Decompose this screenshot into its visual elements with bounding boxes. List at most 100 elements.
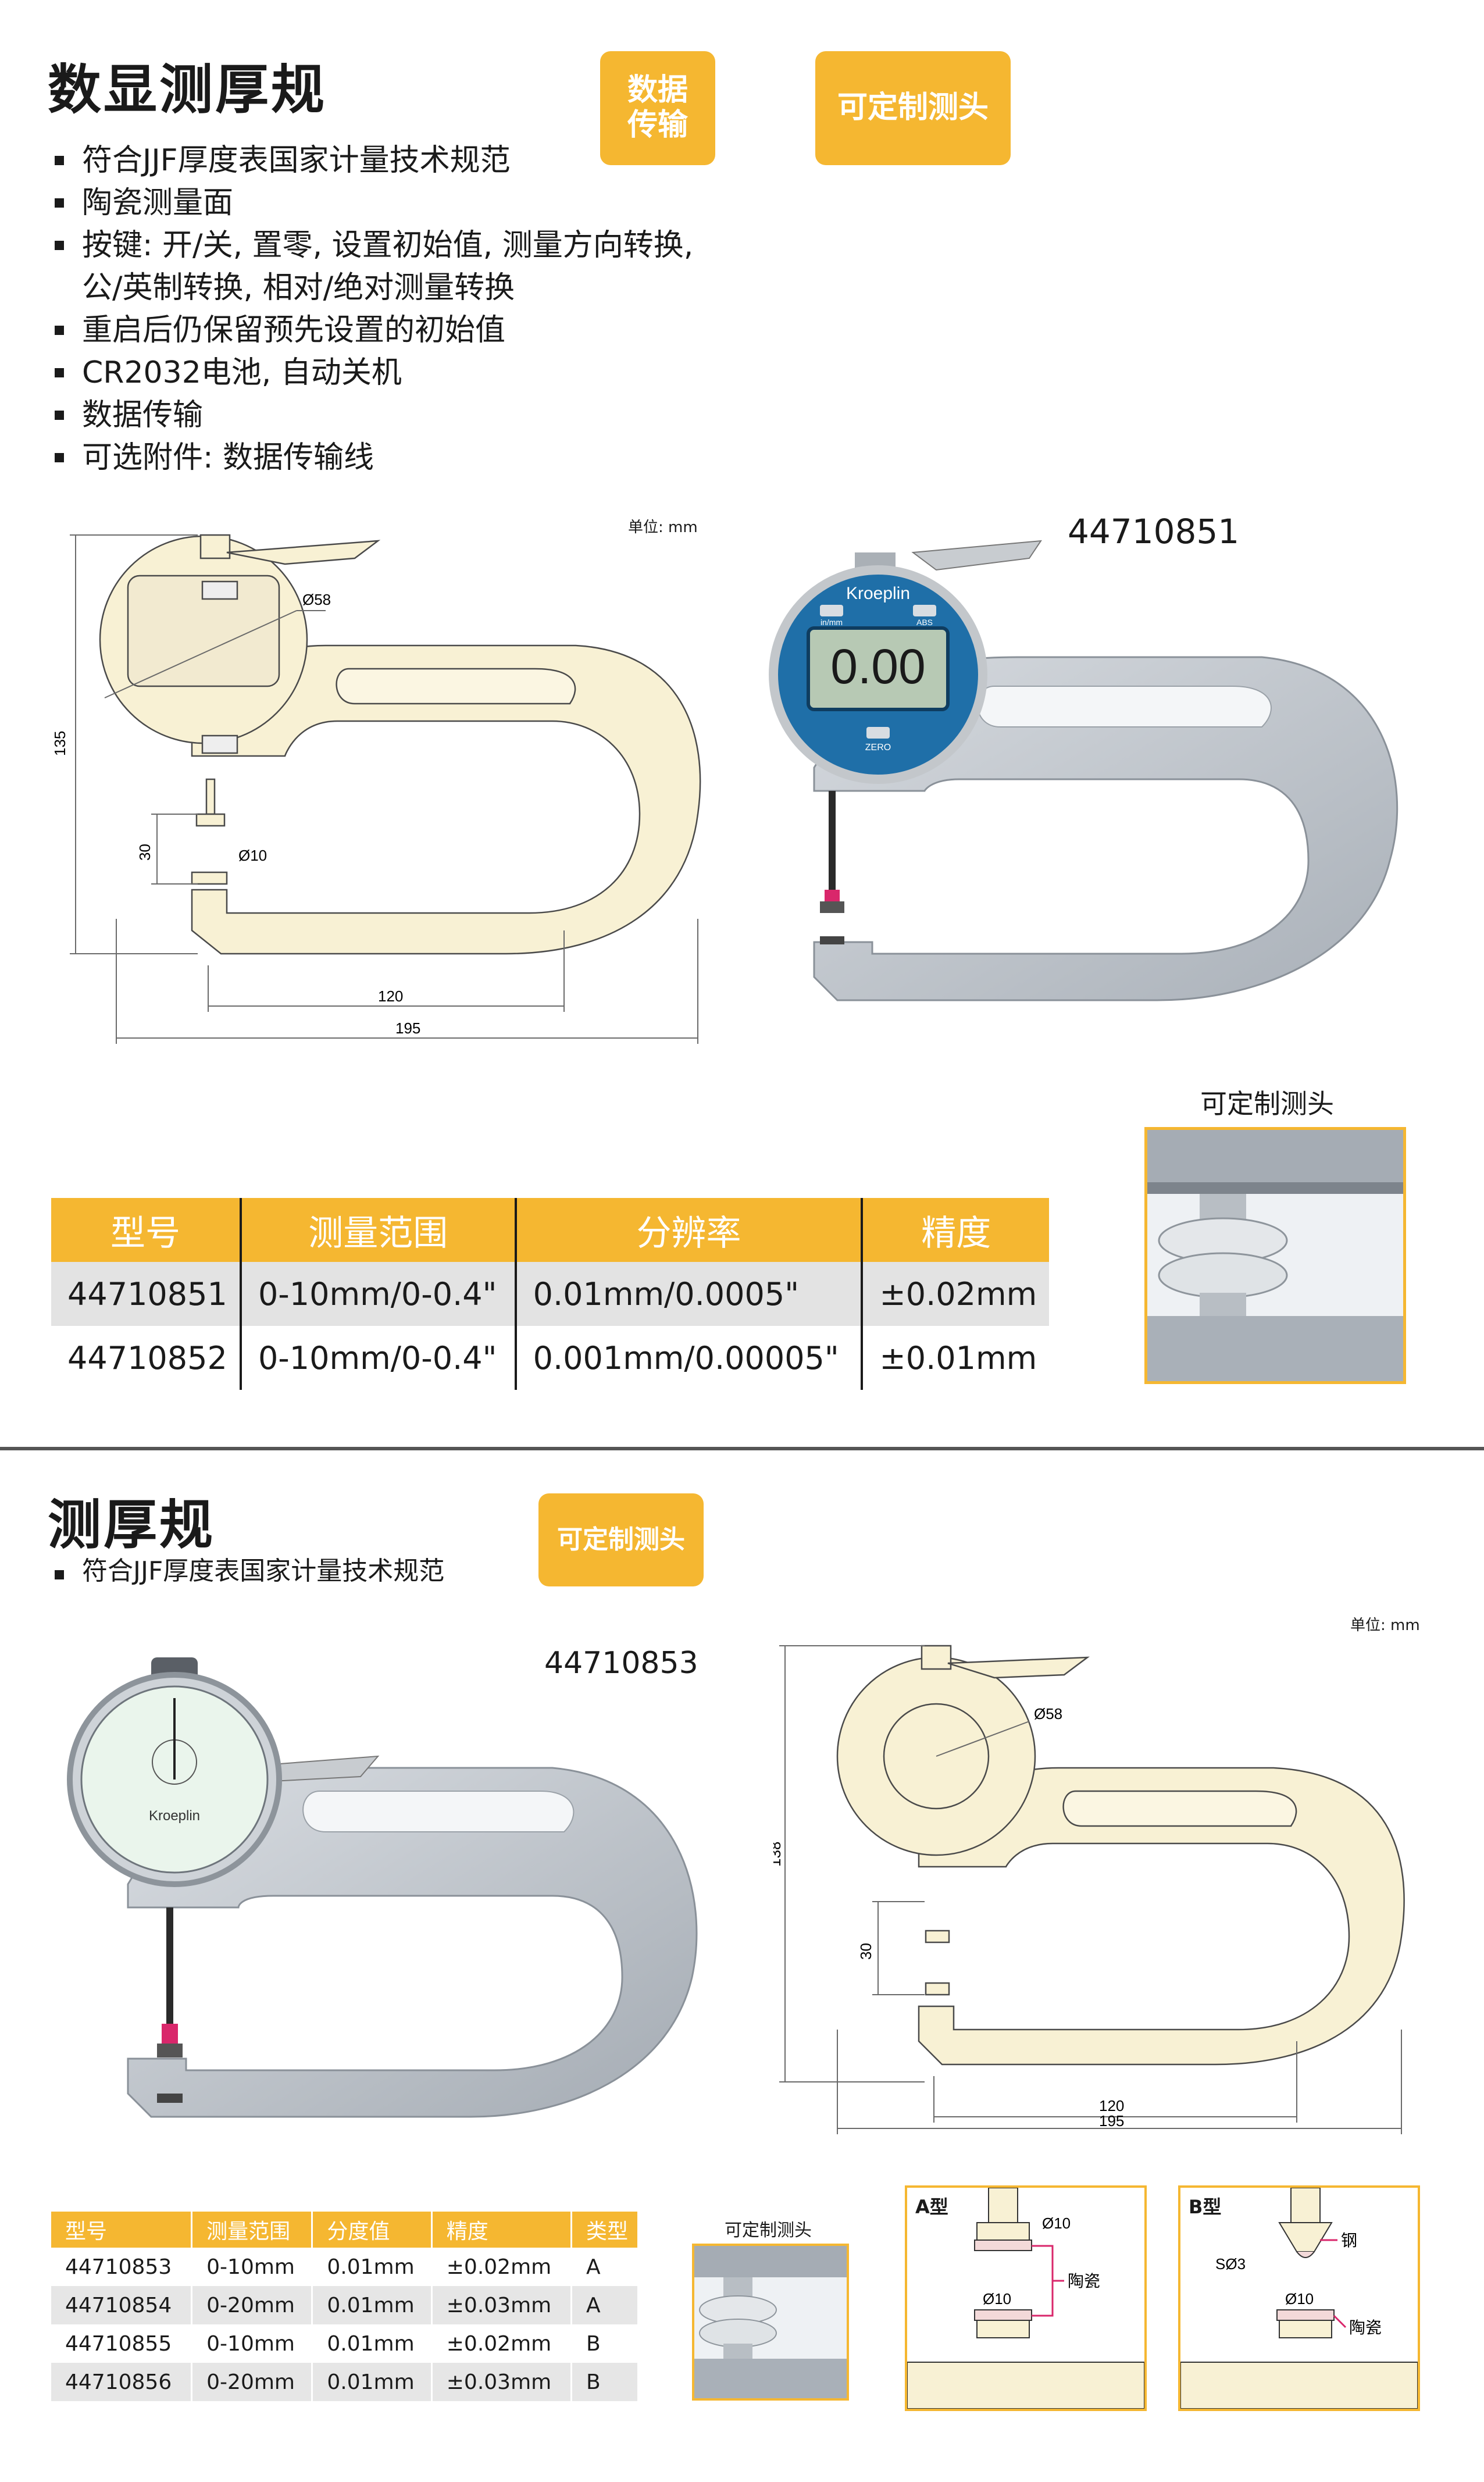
col-header-model: 型号 bbox=[51, 1198, 241, 1262]
spec-table-digital: 型号 测量范围 分辨率 精度 44710851 0-10mm/0-0.4" 0.… bbox=[51, 1198, 1049, 1390]
cell: 0-10mm bbox=[191, 2324, 312, 2363]
cell: 44710852 bbox=[67, 1339, 227, 1376]
cell: ±0.03mm bbox=[430, 2286, 572, 2324]
cell: 0.01mm bbox=[311, 2248, 432, 2286]
custom-head-badge: 可定制测头 bbox=[815, 51, 1011, 165]
gauge-btn-zero: ZERO bbox=[865, 743, 891, 753]
col-header-resolution: 分辨率 bbox=[514, 1198, 862, 1262]
dim-width: 195 bbox=[395, 1019, 420, 1037]
feature-item: 符合JJF厚度表国家计量技术规范 bbox=[50, 140, 693, 182]
feature-item: 按键: 开/关, 置零, 设置初始值, 测量方向转换, bbox=[50, 224, 693, 267]
type-b-radius: SØ3 bbox=[1215, 2255, 1246, 2273]
cell: ±0.01mm bbox=[861, 1326, 1049, 1390]
cell: 0.001mm/0.00005" bbox=[514, 1326, 862, 1390]
section1-title: 数显测厚规 bbox=[48, 59, 327, 121]
type-a-material: 陶瓷 bbox=[1068, 2272, 1100, 2290]
feature-item: 数据传输 bbox=[50, 394, 693, 437]
data-transfer-badge: 数据 传输 bbox=[600, 51, 715, 165]
dim-height: 138 bbox=[773, 1842, 784, 1867]
type-b-tip-bottom: Ø10 bbox=[1285, 2290, 1314, 2308]
table-row: 44710854 0-20mm 0.01mm ±0.03mm A bbox=[51, 2286, 637, 2324]
cell: ±0.02mm bbox=[430, 2324, 572, 2363]
gauge-btn-unit: in/mm bbox=[821, 618, 843, 627]
cell: 0.01mm/0.0005" bbox=[514, 1262, 862, 1326]
table-row: 44710855 0-10mm 0.01mm ±0.02mm B bbox=[51, 2324, 637, 2363]
cell: 0-10mm bbox=[191, 2248, 312, 2286]
cell: ±0.03mm bbox=[430, 2363, 572, 2401]
type-b-title: B型 bbox=[1189, 2196, 1222, 2218]
feature-item: 重启后仍保留预先设置的初始值 bbox=[50, 309, 693, 352]
cell: 0-10mm/0-0.4" bbox=[239, 1326, 516, 1390]
type-b-diagram: B型 钢 SØ3 Ø10 陶瓷 bbox=[1178, 2185, 1420, 2411]
gauge-display: 0.00 bbox=[830, 639, 926, 694]
unit-label: 单位: mm bbox=[1350, 1617, 1420, 1634]
dim-gap: 30 bbox=[136, 844, 154, 861]
cell: B bbox=[570, 2363, 637, 2401]
custom-head-photo bbox=[1144, 1127, 1406, 1384]
technical-drawing: 135 Ø58 30 Ø10 120 195 bbox=[52, 534, 701, 1044]
type-b-steel: 钢 bbox=[1341, 2231, 1357, 2249]
table-row: 44710851 0-10mm/0-0.4" 0.01mm/0.0005" ±0… bbox=[51, 1262, 1049, 1326]
type-b-material: 陶瓷 bbox=[1349, 2319, 1382, 2337]
col-header-range: 测量范围 bbox=[239, 1198, 516, 1262]
cell: 44710853 bbox=[65, 2255, 172, 2279]
dim-depth: 120 bbox=[1099, 2097, 1124, 2114]
cell: 0-10mm/0-0.4" bbox=[239, 1262, 516, 1326]
cell: A bbox=[570, 2248, 637, 2286]
col-header-range: 测量范围 bbox=[191, 2212, 312, 2248]
feature-item: 公/英制转换, 相对/绝对测量转换 bbox=[82, 270, 515, 305]
feature-item: 符合JJF厚度表国家计量技术规范 bbox=[50, 1554, 444, 1589]
custom-head-badge: 可定制测头 bbox=[538, 1493, 704, 1586]
cell: 44710856 bbox=[51, 2363, 192, 2401]
feature-list: 符合JJF厚度表国家计量技术规范 bbox=[50, 1554, 444, 1589]
custom-head-photo bbox=[692, 2244, 849, 2401]
cell: 44710854 bbox=[51, 2286, 192, 2324]
cell: A bbox=[570, 2286, 637, 2324]
model-number: 44710851 bbox=[1068, 512, 1240, 551]
type-a-diagram: A型 Ø10 Ø10 陶瓷 bbox=[905, 2185, 1147, 2411]
gauge-btn-abs: ABS bbox=[916, 618, 933, 627]
cell: 0-20mm bbox=[191, 2363, 312, 2401]
technical-drawing: 138 Ø58 30 120 195 bbox=[773, 1645, 1405, 2134]
cell: 44710851 bbox=[51, 1262, 241, 1326]
col-header-model: 型号 bbox=[51, 2212, 192, 2248]
feature-item: 可选附件: 数据传输线 bbox=[50, 437, 693, 479]
col-header-accuracy: 精度 bbox=[861, 1198, 1049, 1262]
custom-head-label: 可定制测头 bbox=[725, 2220, 812, 2241]
type-a-tip-top: Ø10 bbox=[1042, 2214, 1071, 2232]
cell: 44710855 bbox=[65, 2331, 172, 2356]
feature-item: 陶瓷测量面 bbox=[50, 182, 693, 224]
custom-head-label: 可定制测头 bbox=[1200, 1088, 1334, 1119]
cell: B bbox=[570, 2324, 637, 2363]
cell: ±0.02mm bbox=[430, 2248, 572, 2286]
cell: 0-20mm bbox=[191, 2286, 312, 2324]
cell: ±0.02mm bbox=[861, 1262, 1049, 1326]
feature-list: 符合JJF厚度表国家计量技术规范 陶瓷测量面 按键: 开/关, 置零, 设置初始… bbox=[50, 140, 693, 479]
cell: 0.01mm bbox=[311, 2286, 432, 2324]
cell: 0.01mm bbox=[311, 2363, 432, 2401]
cell: 0.01mm bbox=[311, 2324, 432, 2363]
dim-gap: 30 bbox=[857, 1943, 875, 1960]
table-row: 44710852 0-10mm/0-0.4" 0.001mm/0.00005" … bbox=[51, 1326, 1049, 1390]
dial-brand: Kroeplin bbox=[149, 1808, 200, 1824]
model-number: 44710853 bbox=[544, 1646, 698, 1681]
table-row: 44710853 0-10mm 0.01mm ±0.02mm A bbox=[51, 2248, 637, 2286]
dim-depth: 120 bbox=[378, 987, 403, 1005]
dim-height: 135 bbox=[52, 731, 69, 756]
section-divider bbox=[0, 1447, 1484, 1450]
col-header-type: 类型 bbox=[570, 2212, 637, 2248]
spec-table-dial: 型号 测量范围 分度值 精度 类型 44710853 0-10mm 0.01mm… bbox=[51, 2212, 637, 2401]
unit-label: 单位: mm bbox=[628, 519, 698, 536]
dim-dial: Ø58 bbox=[1034, 1705, 1062, 1723]
dim-width: 195 bbox=[1099, 2112, 1124, 2130]
digital-gauge-photo: 0.00 Kroeplin in/mm ABS ZERO bbox=[769, 540, 1399, 1001]
gauge-brand: Kroeplin bbox=[846, 584, 910, 603]
type-a-title: A型 bbox=[915, 2196, 948, 2218]
type-a-tip-bottom: Ø10 bbox=[983, 2290, 1011, 2308]
col-header-accuracy: 精度 bbox=[430, 2212, 572, 2248]
col-header-graduation: 分度值 bbox=[311, 2212, 432, 2248]
table-row: 44710856 0-20mm 0.01mm ±0.03mm B bbox=[51, 2363, 637, 2401]
dim-tip: Ø10 bbox=[238, 847, 267, 864]
dial-gauge-photo: Kroeplin bbox=[67, 1657, 698, 2118]
dim-dial: Ø58 bbox=[302, 591, 331, 608]
